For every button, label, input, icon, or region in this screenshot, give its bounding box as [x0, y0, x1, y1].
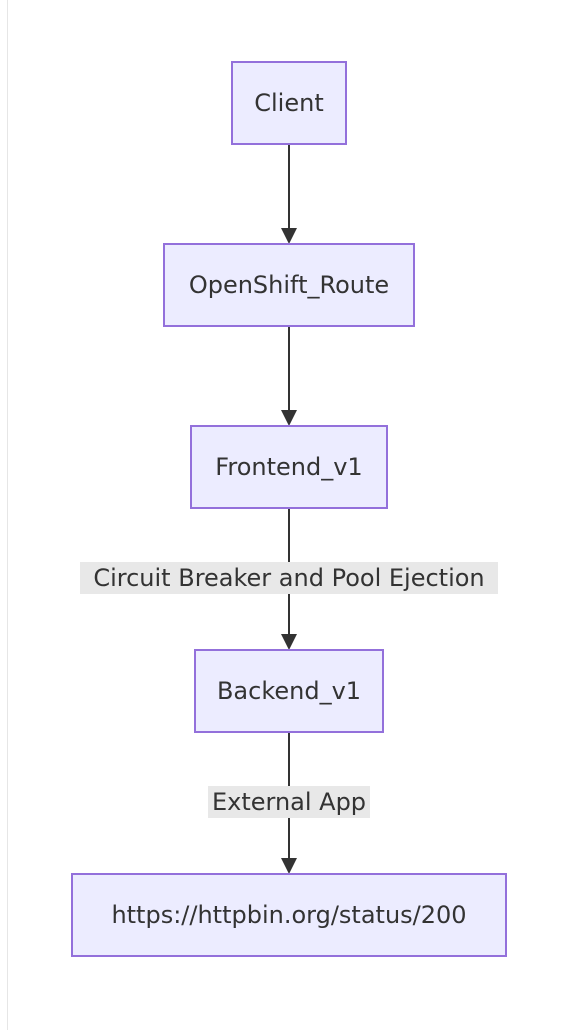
node-backend-v1-label: Backend_v1 — [217, 677, 361, 705]
left-border-line — [7, 0, 8, 1030]
node-client: Client — [231, 61, 347, 145]
edge-client-to-route — [281, 144, 297, 244]
node-openshift-route: OpenShift_Route — [163, 243, 415, 327]
node-httpbin-status-label: https://httpbin.org/status/200 — [111, 901, 466, 929]
edge-label-external-app-text: External App — [212, 788, 366, 816]
node-frontend-v1-label: Frontend_v1 — [215, 453, 362, 481]
node-client-label: Client — [254, 89, 323, 117]
edge-label-circuit-breaker: Circuit Breaker and Pool Ejection — [80, 562, 498, 594]
node-httpbin-status: https://httpbin.org/status/200 — [71, 873, 507, 957]
node-backend-v1: Backend_v1 — [194, 649, 384, 733]
node-frontend-v1: Frontend_v1 — [190, 425, 388, 509]
node-openshift-route-label: OpenShift_Route — [189, 271, 389, 299]
edge-label-circuit-breaker-text: Circuit Breaker and Pool Ejection — [93, 564, 484, 592]
edge-label-external-app: External App — [208, 786, 370, 818]
edge-route-to-frontend — [281, 326, 297, 426]
